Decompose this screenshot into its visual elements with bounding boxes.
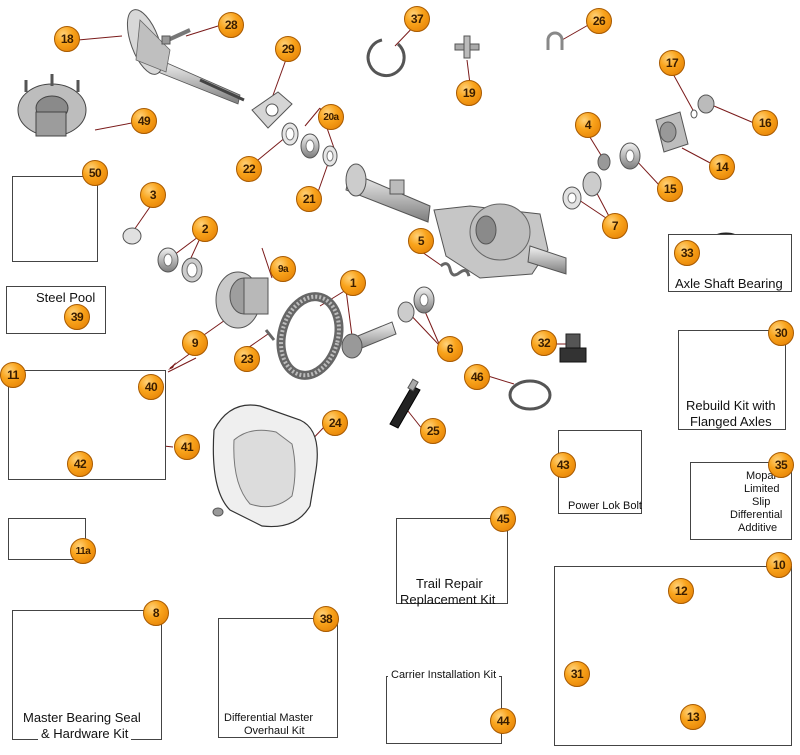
callout-5: 5: [408, 228, 434, 254]
callout-11a: 11a: [70, 538, 96, 564]
box-carrier-installation-kit: [386, 676, 502, 744]
box-trail-repair-kit: [396, 518, 508, 604]
label-mopar-line1: Mopar: [746, 470, 778, 482]
differential-carrier: [215, 271, 269, 329]
u-bolt: [546, 31, 564, 50]
callout-40: 40: [138, 374, 164, 400]
callout-2: 2: [192, 216, 218, 242]
yukon-logo-subtext: Gear & Axle: [588, 456, 626, 463]
yukon-logo-text: Yukon: [590, 442, 624, 454]
carrier-bearings: [122, 227, 203, 283]
callout-32: 32: [531, 330, 557, 356]
u-joint: [454, 35, 480, 59]
callout-21: 21: [296, 186, 322, 212]
label-mopar-line5: Additive: [738, 522, 778, 534]
callout-3: 3: [140, 182, 166, 208]
callout-15: 15: [657, 176, 683, 202]
callout-10: 10: [766, 552, 792, 578]
callout-18: 18: [54, 26, 80, 52]
callout-16: 16: [752, 110, 778, 136]
label-mopar-line4: Differential: [730, 509, 783, 521]
label-diff-master-line1: Differential Master: [224, 712, 314, 724]
callout-39: 39: [64, 304, 90, 330]
label-rebuild-kit-line1: Rebuild Kit with: [686, 398, 776, 413]
axle-shaft: [126, 9, 245, 105]
callout-50: 50: [82, 160, 108, 186]
callout-20a: 20a: [318, 104, 344, 130]
retainer-plate: [251, 91, 293, 129]
callout-42: 42: [67, 451, 93, 477]
screw: [264, 329, 276, 341]
axle-bearings: [281, 122, 338, 167]
callout-22: 22: [236, 156, 262, 182]
callout-14: 14: [709, 154, 735, 180]
callout-26: 26: [586, 8, 612, 34]
callout-9a: 9a: [270, 256, 296, 282]
callout-4: 4: [575, 112, 601, 138]
callout-33: 33: [674, 240, 700, 266]
label-trail-repair-line1: Trail Repair: [416, 576, 483, 591]
ring-and-pinion: [276, 292, 397, 380]
callout-49: 49: [131, 108, 157, 134]
box-rebuild-kit: [678, 330, 786, 430]
retaining-ring: [508, 379, 552, 411]
callout-35: 35: [768, 452, 794, 478]
callout-12: 12: [668, 578, 694, 604]
wheel-stud: [161, 28, 191, 45]
power-lok-bolt-part: [559, 333, 587, 363]
label-carrier-installation-kit: Carrier Installation Kit: [388, 669, 500, 682]
callout-19: 19: [456, 80, 482, 106]
label-rebuild-kit-line2: Flanged Axles: [690, 414, 772, 429]
callout-17: 17: [659, 50, 685, 76]
callout-25: 25: [420, 418, 446, 444]
callout-6: 6: [437, 336, 463, 362]
label-master-bearing-line1: Master Bearing Seal: [20, 710, 144, 725]
callout-23: 23: [234, 346, 260, 372]
callout-9: 9: [182, 330, 208, 356]
silicone-tube: [389, 378, 421, 429]
callout-38: 38: [313, 606, 339, 632]
label-mopar-line2: Limited: [744, 483, 780, 495]
box-differential-overhaul-kit: [218, 618, 338, 738]
crush-sleeve-and-bearings: [397, 262, 471, 323]
callout-31: 31: [564, 661, 590, 687]
callout-37: 37: [404, 6, 430, 32]
box-steel-pool: [6, 286, 106, 334]
callout-29: 29: [275, 36, 301, 62]
pinion-parts-right: [562, 94, 715, 210]
label-steel-pool: Steel Pool: [36, 290, 96, 305]
label-diff-master-line2: Overhaul Kit: [244, 725, 305, 737]
snap-ring: [366, 38, 406, 77]
callout-28: 28: [218, 12, 244, 38]
label-mopar-line3: Slip: [752, 496, 771, 508]
wheel-hub: [17, 74, 87, 137]
callout-7: 7: [602, 213, 628, 239]
axle-housing: [345, 163, 567, 279]
callout-46: 46: [464, 364, 490, 390]
label-axle-shaft-bearing: Axle Shaft Bearing: [672, 276, 786, 291]
label-master-bearing-line2: & Hardware Kit: [38, 726, 132, 741]
callout-30: 30: [768, 320, 794, 346]
callout-8: 8: [143, 600, 169, 626]
callout-13: 13: [680, 704, 706, 730]
callout-1: 1: [340, 270, 366, 296]
label-power-lok-bolt: Power Lok Bolt: [568, 500, 642, 512]
callout-45: 45: [490, 506, 516, 532]
callout-24: 24: [322, 410, 348, 436]
label-trail-repair-line2: Replacement Kit: [400, 592, 496, 607]
callout-44: 44: [490, 708, 516, 734]
callout-43: 43: [550, 452, 576, 478]
box-steel-pool-shapes: [12, 176, 98, 262]
differential-cover: [212, 404, 318, 528]
callout-11: 11: [0, 362, 26, 388]
callout-41: 41: [174, 434, 200, 460]
